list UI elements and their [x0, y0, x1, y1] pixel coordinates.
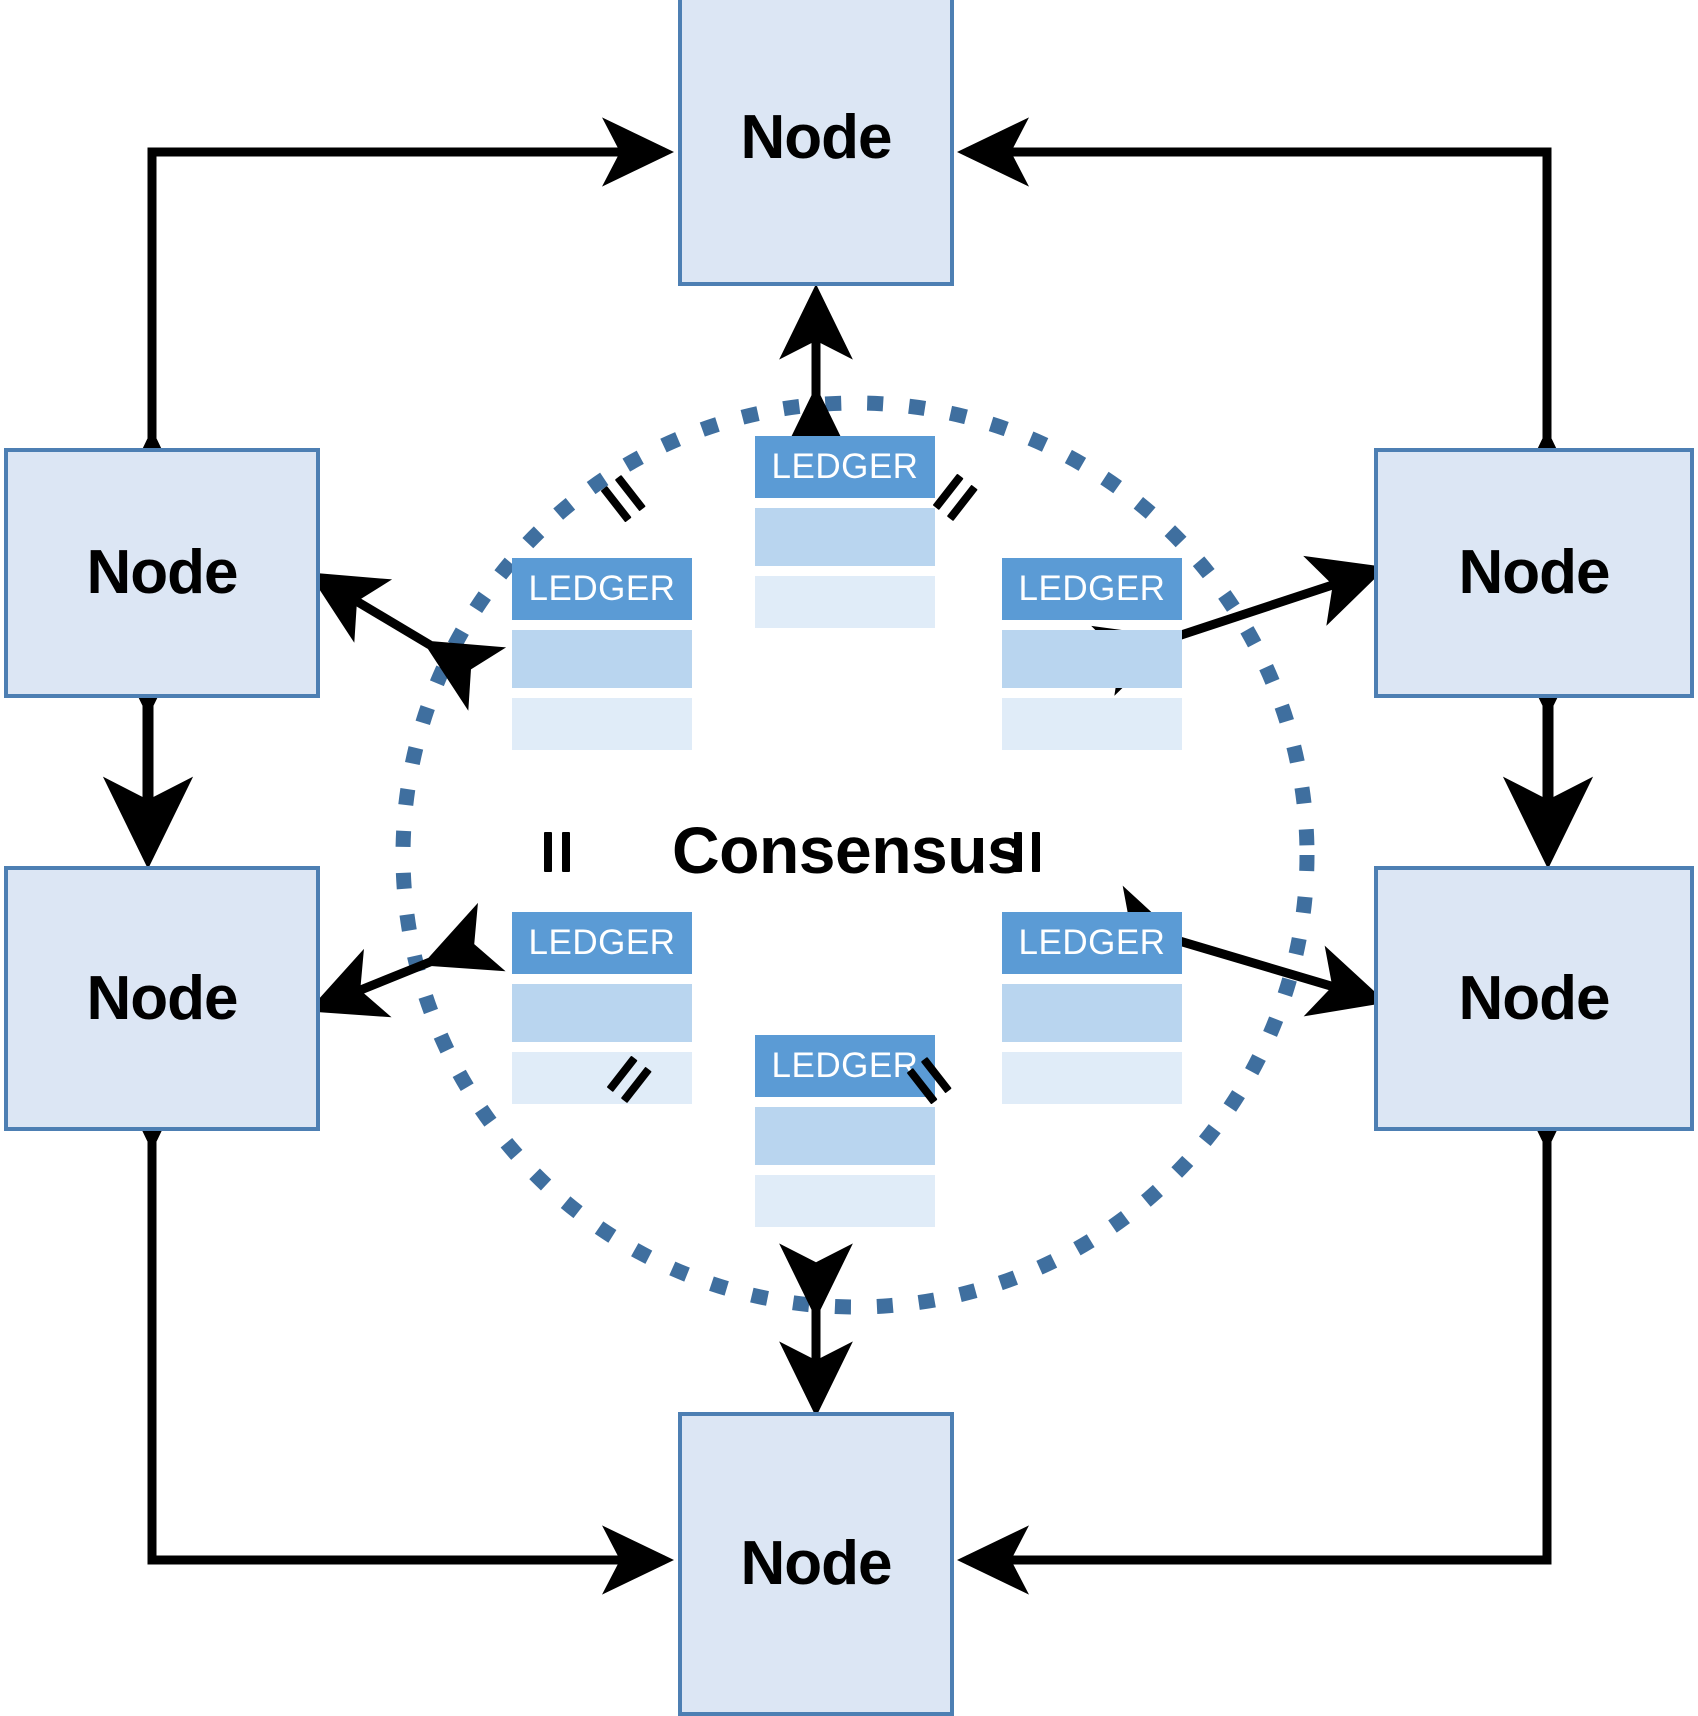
link-rightupper-top	[957, 117, 1582, 501]
consensus-label: Consensus	[672, 813, 1024, 887]
node-bottom[interactable]: Node	[678, 1412, 954, 1716]
link-leftlower-bottom	[117, 1079, 674, 1595]
ledger-right-lower-title: LEDGER	[1002, 912, 1182, 974]
ledger-bottom-title: LEDGER	[755, 1035, 935, 1097]
ledger-row-light	[755, 1175, 935, 1227]
node-left-upper-label: Node	[86, 538, 239, 607]
equals-icon-mid-right	[1008, 832, 1048, 872]
link-rightlower-bottom	[957, 1079, 1582, 1595]
ledger-bottom[interactable]: LEDGER	[755, 1035, 935, 1227]
ledger-row-mid	[512, 630, 692, 688]
ledger-row-mid	[755, 1107, 935, 1165]
ledger-right-upper-title: LEDGER	[1002, 558, 1182, 620]
node-left-lower[interactable]: Node	[4, 866, 320, 1131]
ledger-row-mid	[512, 984, 692, 1042]
link-circle-left-upper	[308, 572, 507, 711]
node-left-lower-label: Node	[86, 963, 239, 1033]
ledger-top[interactable]: LEDGER	[755, 436, 935, 628]
ledger-row-light	[512, 698, 692, 750]
node-left-upper[interactable]: Node	[4, 448, 320, 698]
node-right-upper[interactable]: Node	[1374, 448, 1694, 698]
node-top-label: Node	[740, 103, 893, 172]
ledger-right-lower[interactable]: LEDGER	[1002, 912, 1182, 1104]
ledger-row-mid	[755, 508, 935, 566]
ledger-left-upper-title: LEDGER	[512, 558, 692, 620]
ledger-left-lower-title: LEDGER	[512, 912, 692, 974]
link-circle-right-lower	[1101, 885, 1387, 1017]
node-bottom-label: Node	[740, 1529, 893, 1598]
link-circle-left-lower	[307, 902, 506, 1018]
consensus-circle	[395, 395, 1315, 1315]
ledger-row-mid	[1002, 984, 1182, 1042]
ledger-top-title: LEDGER	[755, 436, 935, 498]
link-circle-right-upper	[1091, 555, 1387, 696]
ledger-left-lower[interactable]: LEDGER	[512, 912, 692, 1104]
ledger-row-light	[1002, 1052, 1182, 1104]
ledger-row-light	[755, 576, 935, 628]
node-right-lower-label: Node	[1458, 963, 1611, 1033]
link-leftupper-top	[117, 117, 674, 501]
node-right-upper-label: Node	[1458, 538, 1611, 607]
node-right-lower[interactable]: Node	[1374, 866, 1694, 1131]
equals-icon-mid-left	[538, 832, 578, 872]
ledger-row-mid	[1002, 630, 1182, 688]
node-top[interactable]: Node	[678, 0, 954, 286]
ledger-right-upper[interactable]: LEDGER	[1002, 558, 1182, 750]
ledger-left-upper[interactable]: LEDGER	[512, 558, 692, 750]
ledger-row-light	[512, 1052, 692, 1104]
ledger-row-light	[1002, 698, 1182, 750]
